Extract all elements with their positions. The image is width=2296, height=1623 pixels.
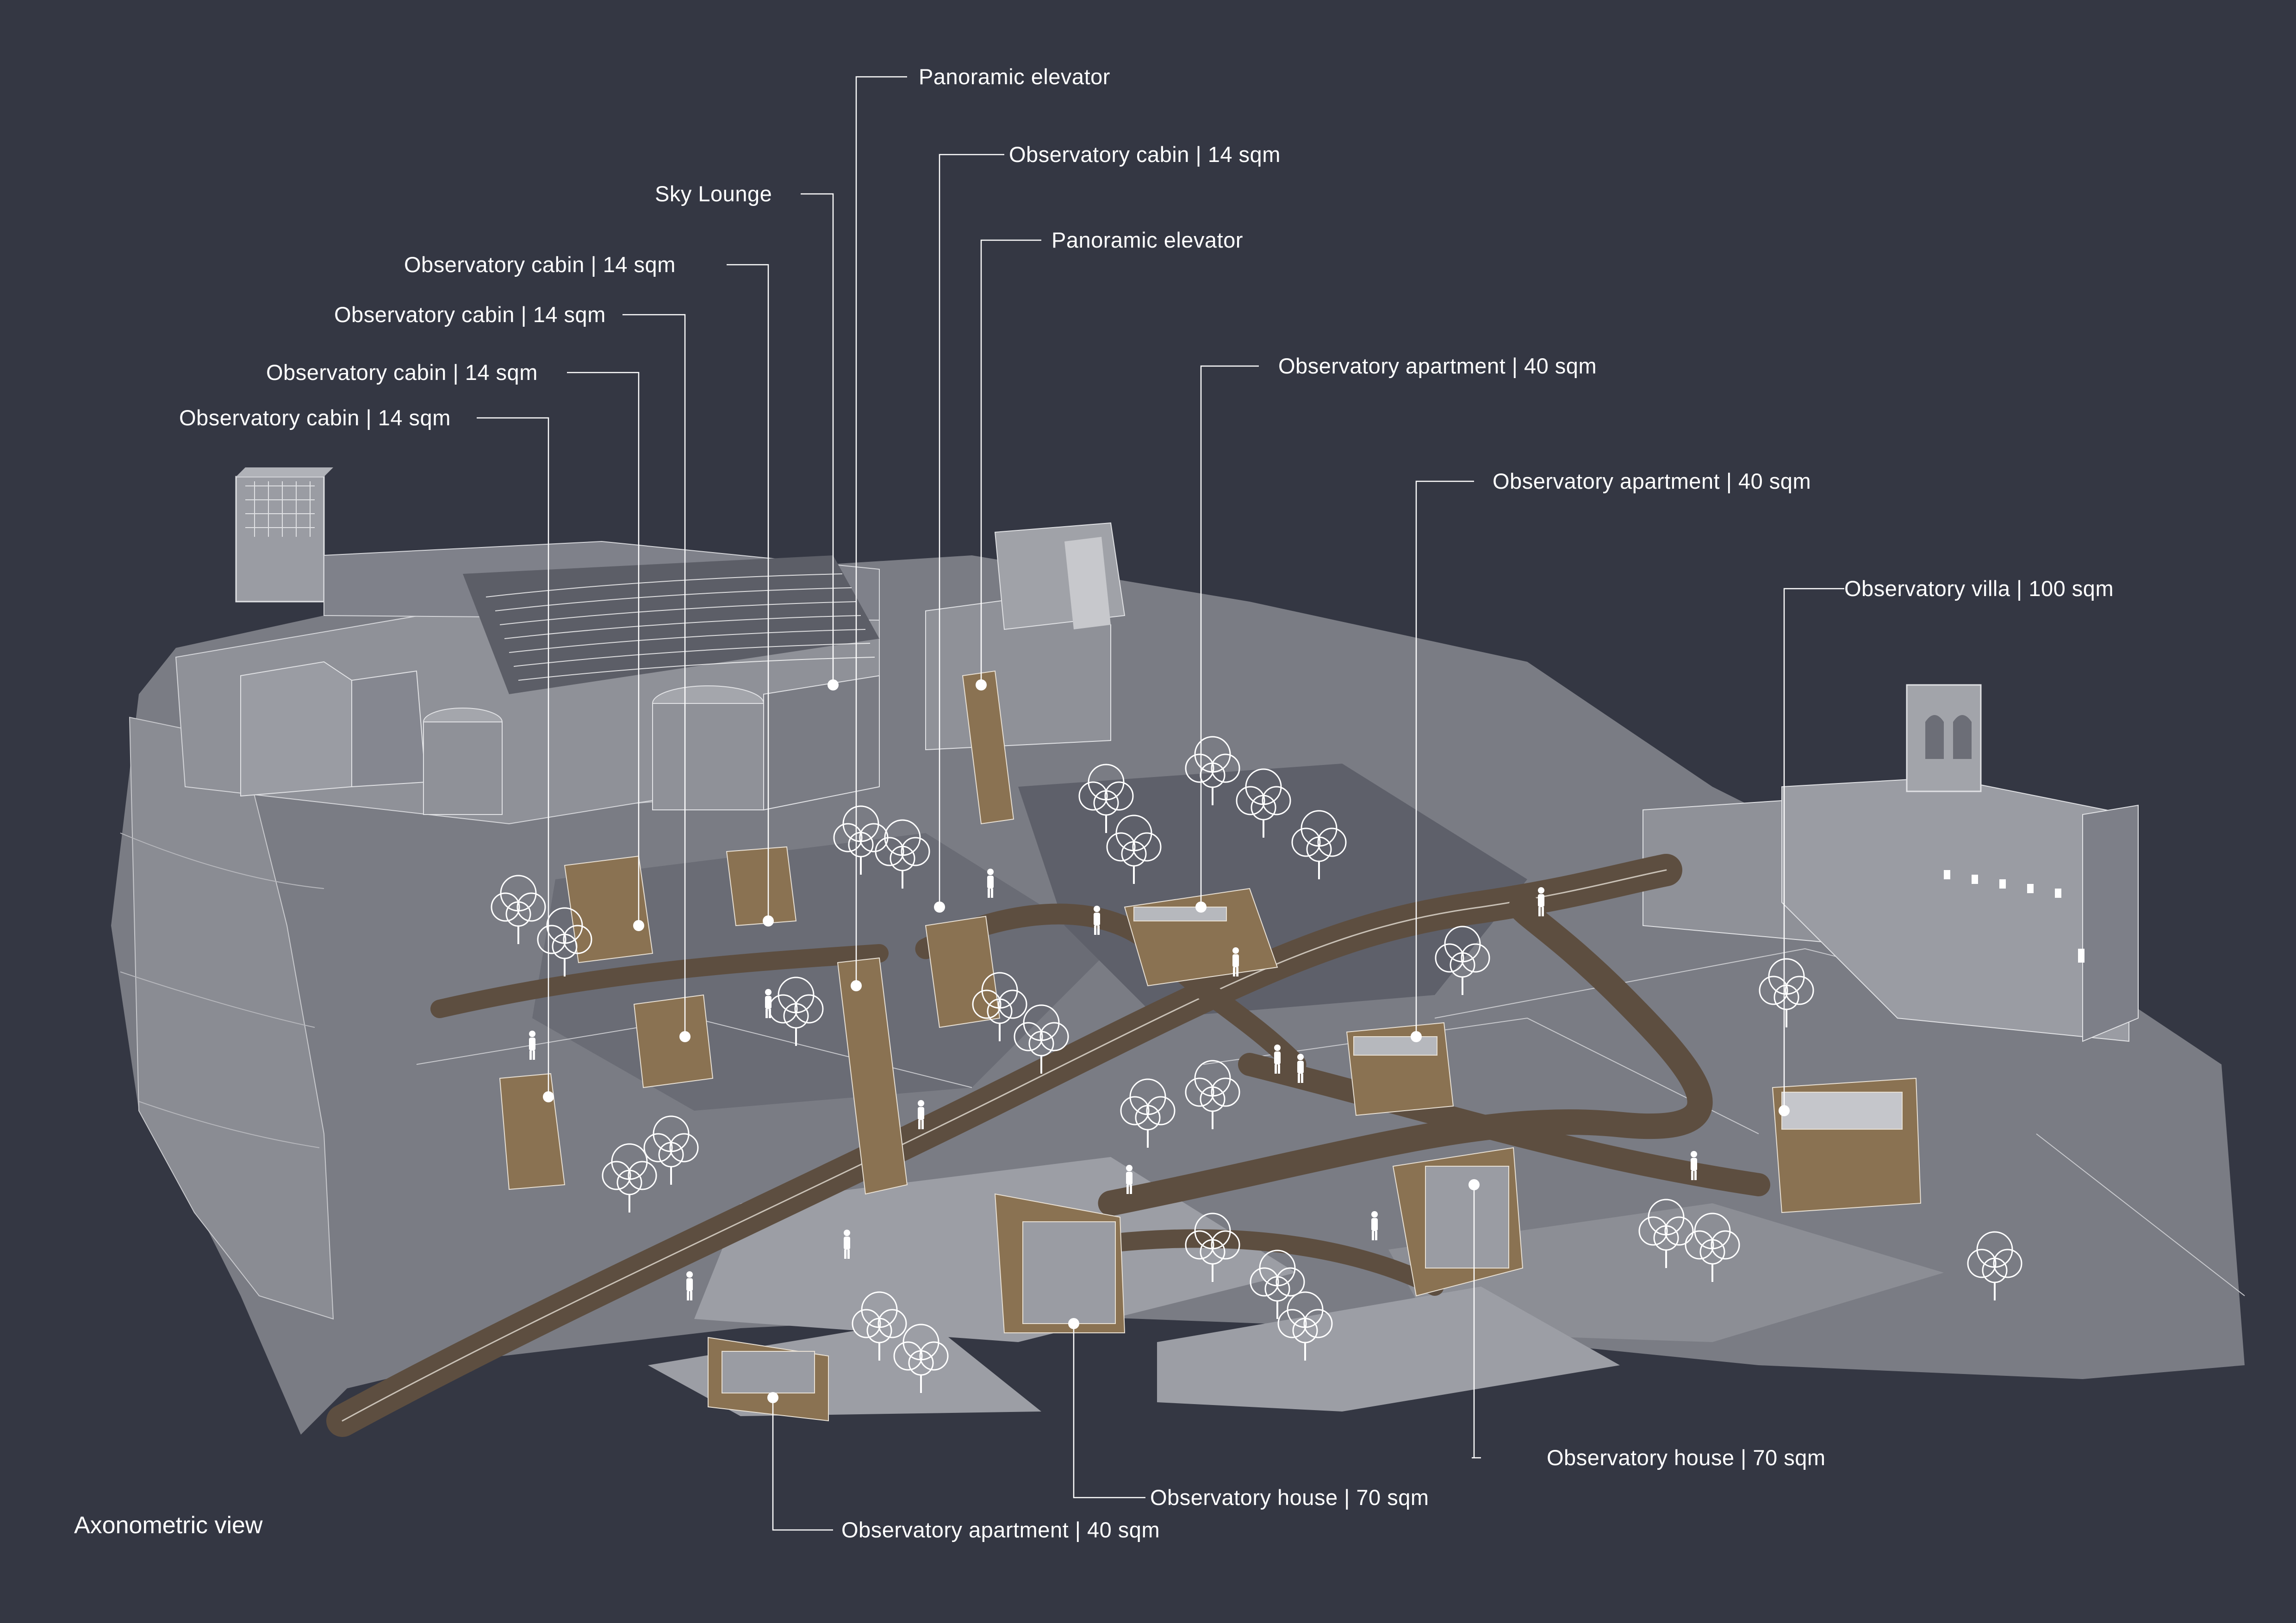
label-observatory-apartment-3: Observatory apartment | 40 sqm <box>841 1517 1160 1542</box>
timber-pods <box>499 670 1922 1422</box>
label-observatory-cabin-5: Observatory cabin | 14 sqm <box>179 405 451 430</box>
label-observatory-cabin-2: Observatory cabin | 14 sqm <box>404 252 676 277</box>
leader-lines <box>477 76 1844 1531</box>
label-observatory-cabin-3: Observatory cabin | 14 sqm <box>334 302 606 327</box>
label-observatory-cabin-4: Observatory cabin | 14 sqm <box>266 360 538 385</box>
label-sky-lounge: Sky Lounge <box>655 181 772 206</box>
monastery <box>1643 684 2139 1042</box>
label-observatory-house-1: Observatory house | 70 sqm <box>1547 1445 1826 1470</box>
label-observatory-apartment-1: Observatory apartment | 40 sqm <box>1278 354 1597 378</box>
caption-axonometric-view: Axonometric view <box>74 1512 263 1539</box>
label-observatory-villa: Observatory villa | 100 sqm <box>1844 576 2114 601</box>
label-panoramic-elevator-1: Panoramic elevator <box>919 64 1110 89</box>
label-observatory-apartment-2: Observatory apartment | 40 sqm <box>1493 469 1811 493</box>
label-panoramic-elevator-2: Panoramic elevator <box>1052 228 1243 252</box>
label-observatory-cabin-1: Observatory cabin | 14 sqm <box>1009 142 1281 167</box>
label-observatory-house-2: Observatory house | 70 sqm <box>1150 1485 1429 1510</box>
leader-dots <box>543 679 1790 1403</box>
